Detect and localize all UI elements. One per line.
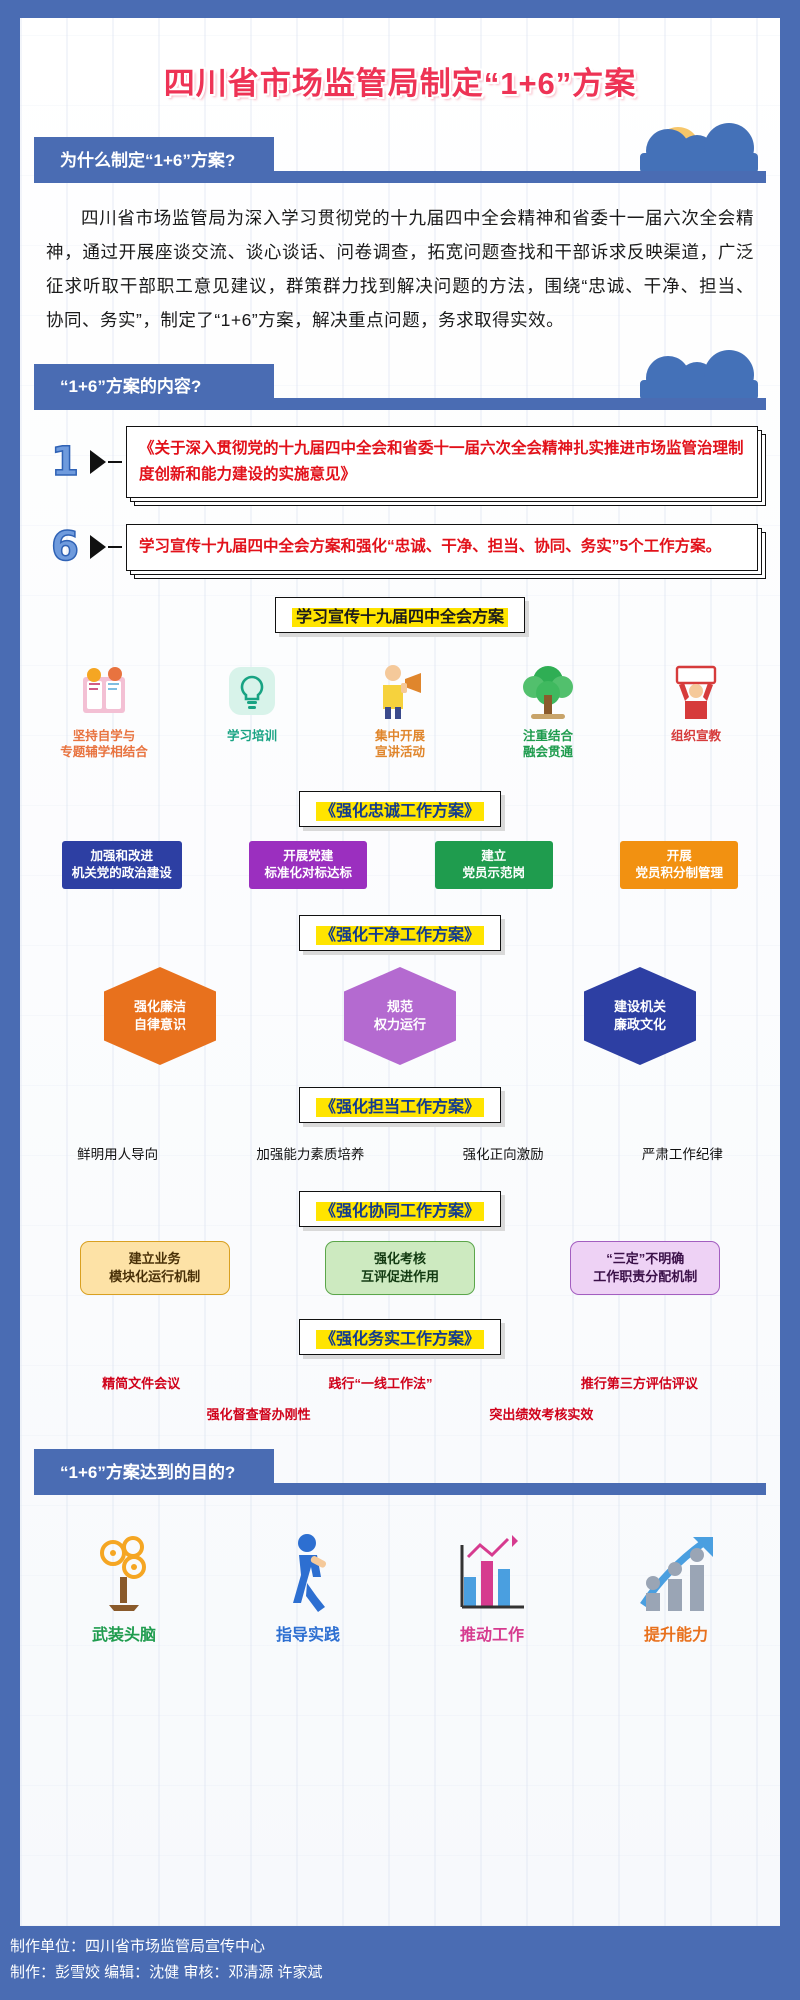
plan-loyalty-chip-label: 《强化忠诚工作方案》 — [315, 802, 484, 822]
duty-item: 加强能力素质培养 — [256, 1147, 365, 1163]
goal-cell: 提升能力 — [601, 1521, 751, 1645]
plan-clean-hexes: 强化廉洁 自律意识 规范 权力运行 建设机关 廉政文化 — [40, 967, 760, 1066]
footer-line-1: 制作单位：四川省市场监管局宣传中心 — [10, 1938, 266, 1955]
why-paragraph: 四川省市场监管局为深入学习贯彻党的十九届四中全会精神和省委十一届六次全会精神，通… — [46, 208, 754, 331]
plan-duty-chip-wrap: 《强化担当工作方案》 — [20, 1087, 780, 1124]
study-icon-label: 组织宣教 — [670, 728, 721, 743]
plan-study-icon-row: 坚持自学与 专题辅学相结合 学习培训 集中开展 宣讲活动 注重结合 融会贯通 — [30, 655, 770, 762]
cooperate-tag: 强化考核 互评促进作用 — [324, 1241, 475, 1296]
study-icon-cell: 注重结合 融会贯通 — [478, 655, 618, 762]
arrow-line — [108, 546, 122, 549]
practical-item: 强化督查督办刚性 — [206, 1407, 311, 1423]
study-icon-cell: 学习培训 — [182, 655, 322, 762]
walking-person-icon — [233, 1521, 383, 1613]
study-icon-label: 集中开展 宣讲活动 — [374, 728, 425, 760]
arrow-icon — [90, 449, 106, 474]
goal-icon-row: 武装头脑 指导实践 推动工作 提升能力 — [32, 1521, 768, 1645]
clean-hex: 规范 权力运行 — [344, 967, 456, 1066]
cooperate-tag: 建立业务 模块化运行机制 — [79, 1241, 230, 1296]
content-item-6: 6 学习宣传十九届四中全会方案和强化“忠诚、干净、担当、协同、务实”5个工作方案… — [42, 524, 766, 579]
content-item-1: 1 《关于深入贯彻党的十九届四中全会和省委十一届六次全会精神扎实推进市场监管治理… — [42, 425, 766, 507]
page-title: 四川省市场监管局制定“1+6”方案 — [163, 66, 637, 101]
plan-duty-chip: 《强化担当工作方案》 — [298, 1087, 501, 1124]
plan-study-chip: 学习宣传十九届四中全会方案 — [274, 596, 525, 633]
plan-loyalty-chip-wrap: 《强化忠诚工作方案》 — [20, 791, 780, 828]
reading-person-icon — [34, 655, 174, 721]
loyalty-tag: 开展 党员积分制管理 — [620, 841, 739, 890]
lightbulb-icon — [182, 655, 322, 721]
goal-label: 提升能力 — [643, 1627, 708, 1645]
plan-cooperate-chip-label: 《强化协同工作方案》 — [315, 1202, 484, 1222]
practical-item: 推行第三方评估评议 — [580, 1376, 698, 1392]
cloud-decoration — [638, 348, 758, 400]
plan-study-chip-label: 学习宣传十九届四中全会方案 — [291, 607, 508, 627]
bar-chart-icon — [417, 1521, 567, 1613]
plan-clean-chip: 《强化干净工作方案》 — [298, 915, 501, 952]
item-1-card: 《关于深入贯彻党的十九届四中全会和省委十一届六次全会精神扎实推进市场监管治理制度… — [126, 425, 766, 507]
footer: 制作单位：四川省市场监管局宣传中心 制作：彭雪姣 编辑：沈健 审核：邓清源 许家… — [0, 1926, 800, 2000]
practical-item: 突出绩效考核实效 — [489, 1407, 594, 1423]
plan-duty-items: 鲜明用人导向 加强能力素质培养 强化正向激励 严肃工作纪律 — [28, 1143, 772, 1163]
megaphone-person-icon — [330, 655, 470, 721]
loyalty-tag: 加强和改进 机关党的政治建设 — [61, 841, 182, 890]
arrow-line — [108, 460, 122, 463]
section-goal-label: “1+6”方案达到的目的? — [34, 1449, 274, 1496]
item-number-6: 6 — [50, 524, 79, 572]
goal-label: 指导实践 — [275, 1627, 340, 1645]
item-6-text: 学习宣传十九届四中全会方案和强化“忠诚、干净、担当、协同、务实”5个工作方案。 — [126, 524, 758, 571]
practical-item: 精简文件会议 — [102, 1376, 181, 1392]
plan-loyalty-tags: 加强和改进 机关党的政治建设 开展党建 标准化对标达标 建立 党员示范岗 开展 … — [28, 841, 772, 890]
item-6-card: 学习宣传十九届四中全会方案和强化“忠诚、干净、担当、协同、务实”5个工作方案。 — [126, 524, 766, 579]
duty-item: 严肃工作纪律 — [641, 1147, 723, 1163]
item-number-1: 1 — [50, 438, 79, 486]
person-banner-icon — [626, 655, 766, 721]
section-why-label: 为什么制定“1+6”方案? — [34, 137, 274, 183]
plan-study-chip-wrap: 学习宣传十九届四中全会方案 — [20, 596, 780, 633]
tree-icon — [478, 655, 618, 721]
brain-gears-icon — [49, 1521, 199, 1613]
plan-practical-row2: 强化督查督办刚性 突出绩效考核实效 — [28, 1404, 772, 1423]
plan-cooperate-tags: 建立业务 模块化运行机制 强化考核 互评促进作用 “三定”不明确 工作职责分配机… — [32, 1241, 768, 1296]
section-header-content: “1+6”方案的内容? — [34, 349, 766, 410]
item-1-text: 《关于深入贯彻党的十九届四中全会和省委十一届六次全会精神扎实推进市场监管治理制度… — [126, 425, 758, 499]
section-content-label: “1+6”方案的内容? — [34, 363, 274, 410]
plan-loyalty-chip: 《强化忠诚工作方案》 — [298, 791, 501, 828]
plan-clean-chip-label: 《强化干净工作方案》 — [315, 926, 484, 946]
goal-cell: 指导实践 — [233, 1521, 383, 1645]
infographic-canvas: 四川省市场监管局制定“1+6”方案 为什么制定“1+6”方案? 四川省市场监管局… — [20, 18, 780, 1926]
study-icon-cell: 组织宣教 — [626, 655, 766, 762]
plan-practical-row1: 精简文件会议 践行“一线工作法” 推行第三方评估评议 — [28, 1373, 772, 1392]
arrow-icon — [90, 535, 106, 560]
duty-item: 鲜明用人导向 — [77, 1147, 159, 1163]
plan-practical-chip-wrap: 《强化务实工作方案》 — [20, 1319, 780, 1356]
goal-cell: 推动工作 — [417, 1521, 567, 1645]
duty-item: 强化正向激励 — [462, 1147, 544, 1163]
plan-cooperate-chip-wrap: 《强化协同工作方案》 — [20, 1191, 780, 1228]
study-icon-label: 注重结合 融会贯通 — [522, 728, 573, 760]
clean-hex: 建设机关 廉政文化 — [584, 967, 696, 1066]
loyalty-tag: 建立 党员示范岗 — [434, 841, 553, 890]
section-header-goal: “1+6”方案达到的目的? — [34, 1449, 766, 1496]
title-block: 四川省市场监管局制定“1+6”方案 — [20, 18, 780, 103]
plan-duty-chip-label: 《强化担当工作方案》 — [315, 1098, 484, 1118]
plan-practical-chip-label: 《强化务实工作方案》 — [315, 1330, 484, 1350]
plan-cooperate-chip: 《强化协同工作方案》 — [298, 1191, 501, 1228]
study-icon-cell: 集中开展 宣讲活动 — [330, 655, 470, 762]
footer-line-2: 制作：彭雪姣 编辑：沈健 审核：邓清源 许家斌 — [10, 1964, 323, 1982]
plan-clean-chip-wrap: 《强化干净工作方案》 — [20, 915, 780, 952]
loyalty-tag: 开展党建 标准化对标达标 — [249, 841, 368, 890]
study-icon-label: 学习培训 — [226, 728, 277, 743]
study-icon-cell: 坚持自学与 专题辅学相结合 — [34, 655, 174, 762]
plan-practical-chip: 《强化务实工作方案》 — [298, 1319, 501, 1356]
practical-item: 践行“一线工作法” — [328, 1376, 433, 1392]
goal-label: 推动工作 — [459, 1627, 524, 1645]
study-icon-label: 坚持自学与 专题辅学相结合 — [60, 728, 148, 760]
goal-cell: 武装头脑 — [49, 1521, 199, 1645]
section-header-why: 为什么制定“1+6”方案? — [34, 123, 766, 183]
goal-label: 武装头脑 — [91, 1627, 156, 1645]
growth-arrow-people-icon — [601, 1521, 751, 1613]
cooperate-tag: “三定”不明确 工作职责分配机制 — [570, 1241, 721, 1296]
clean-hex: 强化廉洁 自律意识 — [104, 967, 216, 1066]
cloud-sun-decoration — [638, 121, 758, 173]
